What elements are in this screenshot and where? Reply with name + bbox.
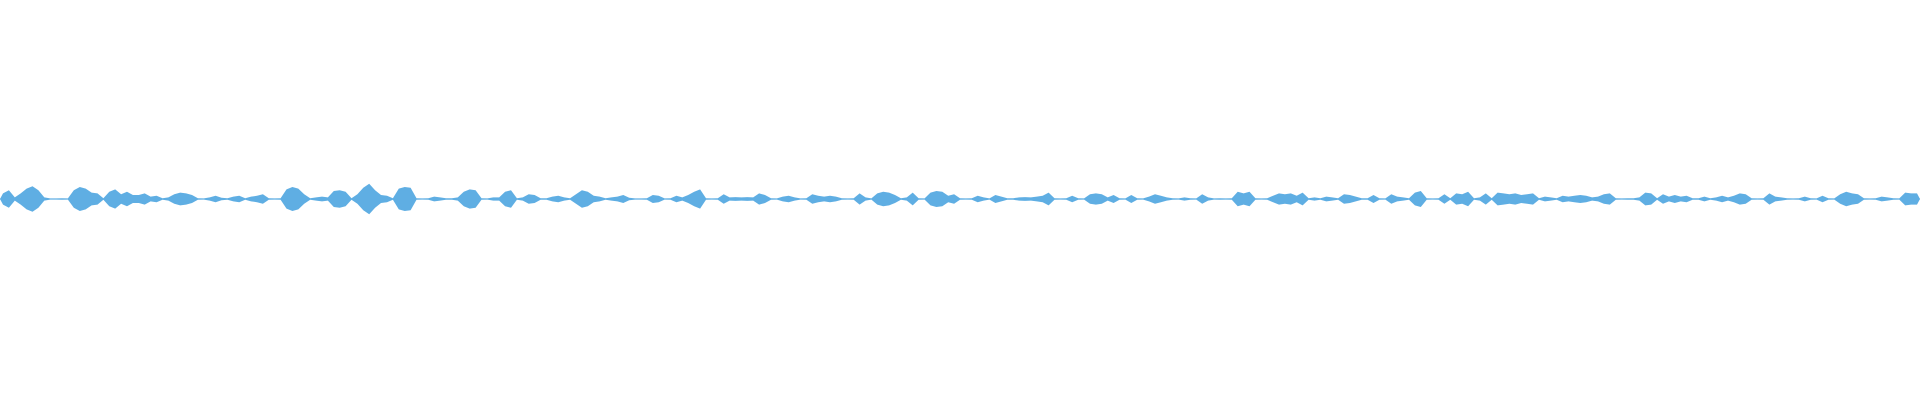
waveform-peaks	[0, 183, 1920, 215]
waveform-envelope	[0, 183, 1920, 215]
